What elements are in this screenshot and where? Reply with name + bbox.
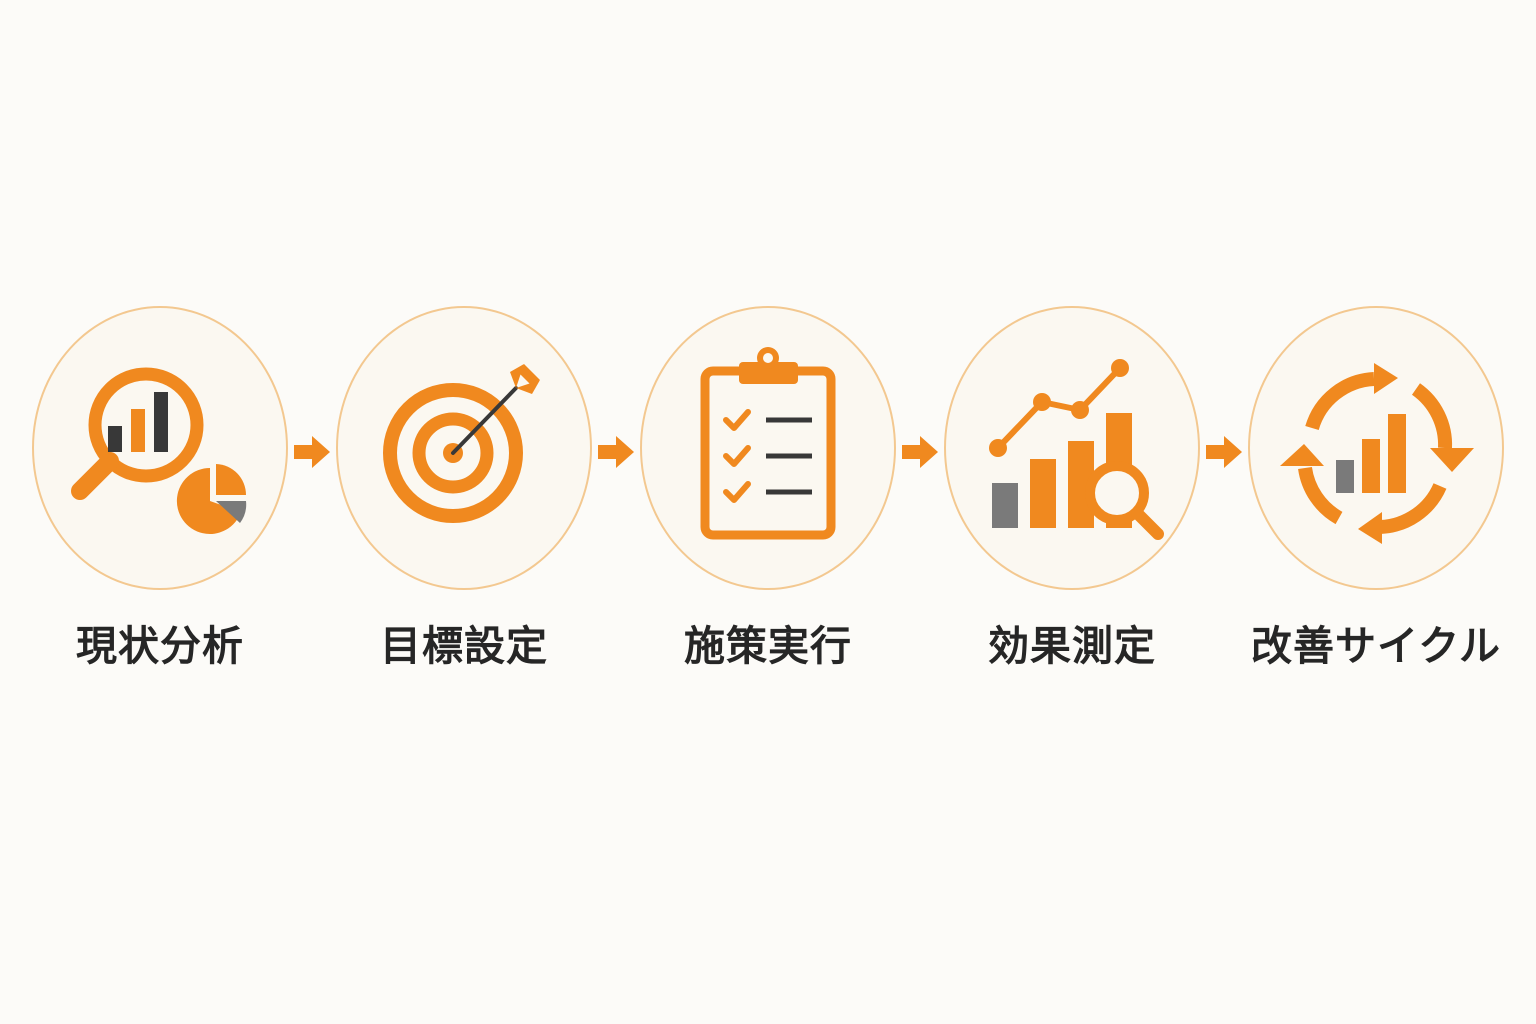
step-2-circle (336, 306, 592, 590)
step-1-circle (32, 306, 288, 590)
step-4-circle (944, 306, 1200, 590)
target-arrow-icon (383, 364, 540, 523)
step-5-label: 改善サイクル (1251, 622, 1501, 670)
arrow-right-icon (1206, 436, 1242, 468)
step-3-label: 施策実行 (684, 622, 852, 670)
arrow-right-icon (902, 436, 938, 468)
step-1-label: 現状分析 (76, 622, 244, 670)
magnifier-bar-chart-pie-icon (71, 367, 247, 534)
arrow-right-icon (598, 436, 634, 468)
trend-chart-magnifier-icon (989, 359, 1164, 540)
arrow-right-icon (294, 436, 330, 468)
step-4-label: 効果測定 (988, 622, 1156, 670)
step-5-circle (1248, 306, 1504, 590)
clipboard-checklist-icon (700, 347, 836, 540)
step-3-circle (640, 306, 896, 590)
step-2-label: 目標設定 (380, 622, 548, 670)
cycle-arrows-chart-icon (1280, 363, 1474, 544)
